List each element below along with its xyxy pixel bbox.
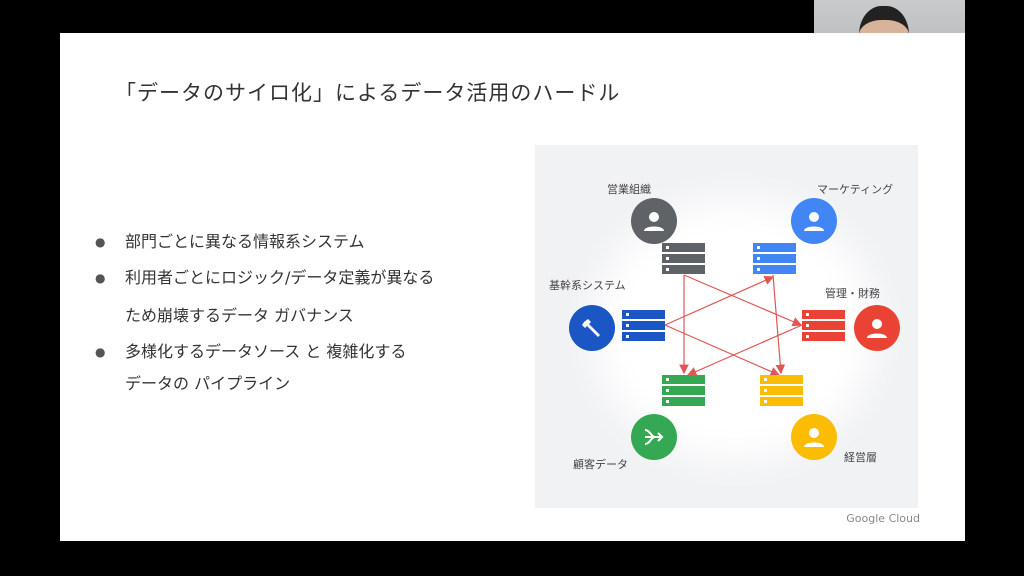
- database-icon: [662, 243, 705, 275]
- person-icon: [791, 414, 837, 460]
- node-label: 顧客データ: [573, 458, 628, 471]
- arrow: [683, 274, 803, 327]
- bullet-item: ● 利用者ごとにロジック/データ定義が異なるため崩壊するデータ ガバナンス: [95, 265, 434, 329]
- database-icon: [662, 375, 705, 407]
- bullet-dot: ●: [95, 345, 106, 359]
- silo-diagram: 営業組織 マーケティング 基幹系システム 管理・財務 顧客データ 経営層: [535, 145, 918, 508]
- bullet-dot: ●: [95, 271, 106, 285]
- person-icon: [631, 198, 677, 244]
- bullet-dot: ●: [95, 235, 106, 249]
- arrows: [664, 274, 803, 377]
- slide-title: 「データのサイロ化」によるデータ活用のハードル: [115, 81, 621, 105]
- database-icon: [802, 310, 845, 342]
- merge-arrow-icon: [631, 414, 677, 460]
- google-cloud-logo: Google Cloud: [846, 512, 920, 525]
- node-label: 管理・財務: [825, 287, 880, 300]
- wrench-icon: [569, 305, 615, 351]
- node-label: 営業組織: [607, 183, 651, 196]
- database-icon: [753, 243, 796, 275]
- bullet-text: データの パイプライン: [125, 374, 291, 393]
- bullet-list: ● 部門ごとに異なる情報系システム ● 利用者ごとにロジック/データ定義が異なるため…: [95, 229, 434, 407]
- arrow: [664, 276, 775, 326]
- arrow: [772, 274, 786, 375]
- node-label: 経営層: [844, 451, 877, 464]
- bullet-text: 利用者ごとにロジック/データ定義が異なる: [125, 268, 435, 287]
- node-label: 基幹系システム: [549, 279, 626, 292]
- bullet-item: ● 部門ごとに異なる情報系システム: [95, 229, 434, 255]
- database-icon: [622, 310, 665, 342]
- bullet-item: ● 多様化するデータソース と 複雑化するデータの パイプライン: [95, 339, 434, 397]
- person-icon: [854, 305, 900, 351]
- bullet-text: 部門ごとに異なる情報系システム: [125, 232, 365, 251]
- arrow: [686, 324, 803, 377]
- node-label: マーケティング: [817, 183, 894, 196]
- presentation-slide: 「データのサイロ化」によるデータ活用のハードル ● 部門ごとに異なる情報系システム…: [60, 33, 965, 541]
- bullet-text: ため崩壊するデータ ガバナンス: [125, 306, 354, 325]
- person-icon: [791, 198, 837, 244]
- bullet-text: 多様化するデータソース と 複雑化する: [125, 342, 407, 361]
- database-icon: [760, 375, 803, 407]
- arrow: [664, 324, 781, 377]
